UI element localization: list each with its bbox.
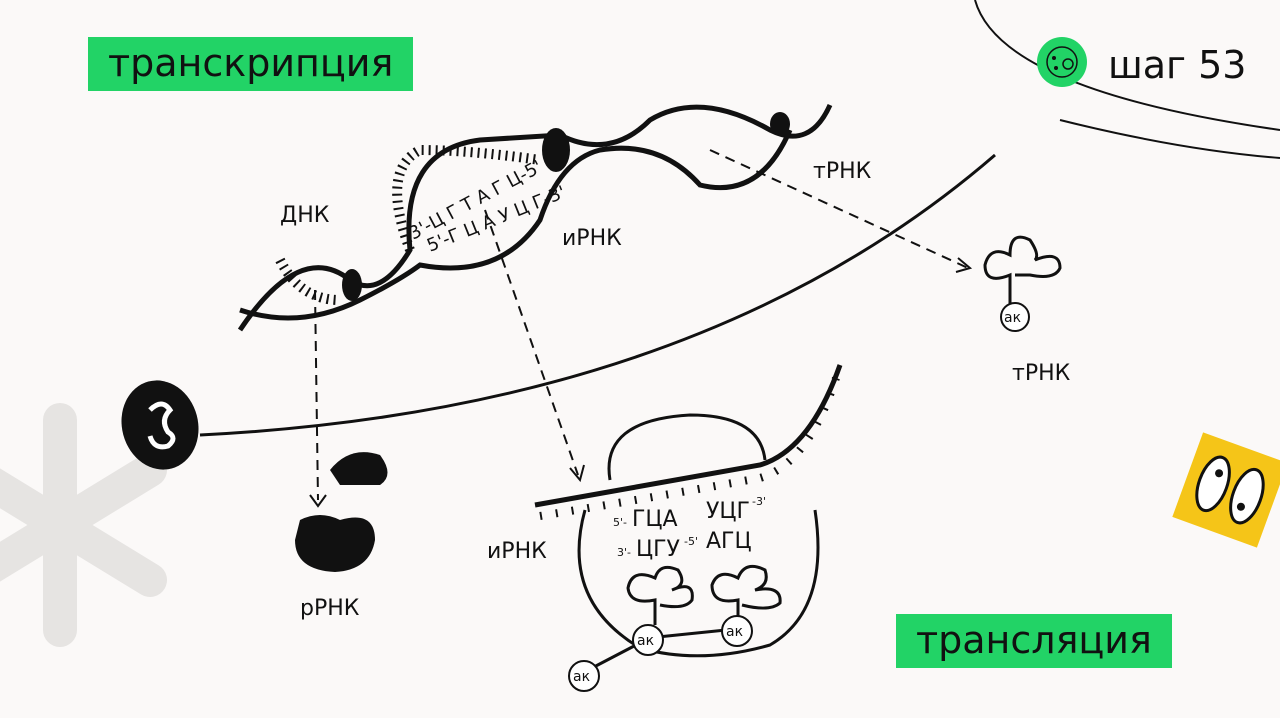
codon-1: ГЦА bbox=[632, 507, 678, 532]
translation-label: трансляция bbox=[896, 614, 1172, 668]
eyes-sticker-icon bbox=[1172, 432, 1280, 548]
step-label: шаг 53 bbox=[1108, 43, 1246, 87]
asterisk-decoration bbox=[0, 403, 167, 647]
rna-polymerase bbox=[542, 128, 570, 172]
nuclear-envelope bbox=[199, 153, 996, 437]
anticodon-1: ЦГУ bbox=[636, 537, 680, 562]
rna-polymerase bbox=[770, 112, 790, 136]
codon1-prefix: 5'- bbox=[613, 516, 627, 529]
amino-acid: ак bbox=[721, 615, 753, 647]
nucleus-membrane-inner bbox=[1059, 119, 1280, 159]
amino-acid: ак bbox=[632, 624, 664, 656]
trna-in-ribosome bbox=[591, 564, 782, 670]
dna-label: ДНК bbox=[280, 203, 330, 228]
mrna-label-bottom: иРНК bbox=[487, 539, 547, 564]
codon2-suffix: -3' bbox=[752, 495, 766, 508]
anticodon-2: АГЦ bbox=[706, 529, 752, 554]
ribosome bbox=[577, 413, 820, 658]
ribosome-large-subunit bbox=[295, 515, 375, 572]
anticodon1-prefix: 3'- bbox=[617, 546, 631, 559]
logo-badge-icon bbox=[121, 380, 199, 470]
trna-label-top: тРНК bbox=[813, 159, 872, 184]
trna-label-free: тРНК bbox=[1012, 361, 1071, 386]
mrna-label-top: иРНК bbox=[562, 226, 622, 251]
svg-text:ак: ак bbox=[637, 633, 654, 649]
mrna-strand bbox=[534, 364, 843, 508]
rna-polymerase bbox=[342, 269, 362, 301]
trna-free bbox=[983, 235, 1062, 305]
rrna-label: рРНК bbox=[300, 596, 360, 621]
transcription-label: транскрипция bbox=[88, 37, 414, 91]
svg-text:ак: ак bbox=[573, 669, 590, 685]
svg-text:ак: ак bbox=[726, 624, 743, 640]
anticodon1-suffix: -5' bbox=[684, 535, 698, 548]
arrowheads bbox=[309, 257, 973, 508]
svg-text:ак: ак bbox=[1004, 310, 1021, 326]
ribosome-small-subunit bbox=[330, 452, 388, 485]
amino-acid: ак bbox=[1000, 302, 1030, 332]
codon-2: УЦГ bbox=[706, 499, 750, 524]
arrows bbox=[314, 149, 969, 501]
amino-acid: ак bbox=[568, 660, 600, 692]
cell-icon bbox=[1037, 37, 1087, 87]
